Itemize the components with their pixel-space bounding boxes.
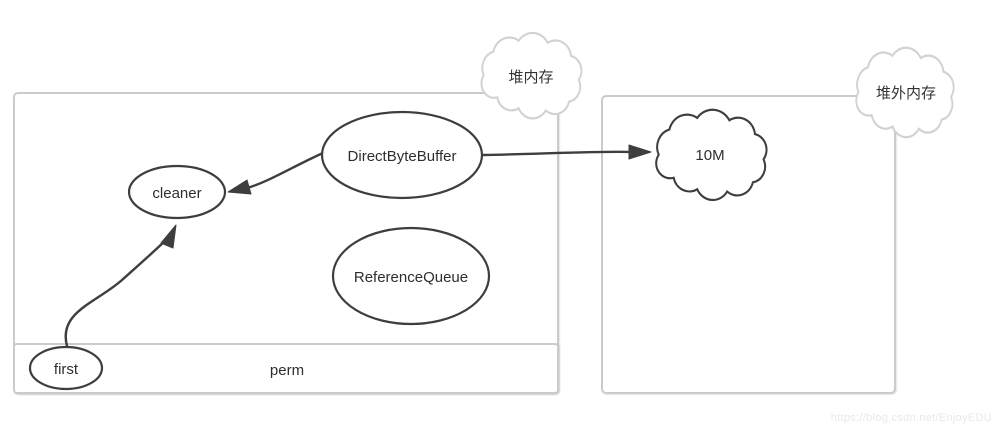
perm-label: perm [270,362,304,379]
edge-first-to-cleaner-line [64,236,170,348]
edge-dbb-to-10m-line [481,150,633,157]
edge-first-to-cleaner [64,224,177,348]
cleaner-label: cleaner [152,185,201,202]
watermark: https://blog.csdn.net/EnjoyEDU [831,412,992,424]
direct-byte-buffer-label: DirectByteBuffer [348,148,457,165]
heap-memory-cloud-label: 堆内存 [508,69,553,86]
offheap-memory-cloud-label: 堆外内存 [876,85,936,102]
memory-block-label: 10M [695,147,724,164]
reference-queue-node [331,226,491,326]
edge-dbb-to-10m [481,144,652,160]
direct-byte-buffer-node [320,110,484,200]
arrowhead-to-10m [628,144,652,160]
arrowhead-to-cleaner [227,179,252,195]
cleaner-node [127,164,227,220]
first-node [28,345,104,391]
first-label: first [54,361,79,378]
edge-dbb-to-cleaner [227,150,327,195]
arrowhead-to-cleaner-bottom [160,224,177,249]
perm-region-box [13,343,559,394]
reference-queue-label: ReferenceQueue [354,269,468,286]
edge-dbb-to-cleaner-line [245,150,327,190]
